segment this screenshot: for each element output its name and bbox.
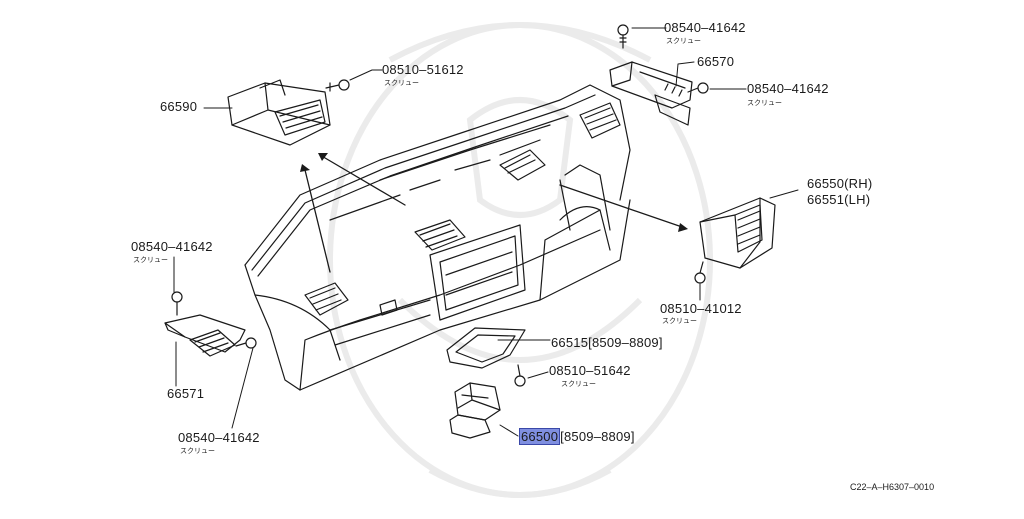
screw-c10: [514, 364, 526, 387]
callout-part-number: 08510–41012: [660, 301, 742, 316]
callout-part-number-rh: 66550(RH): [807, 176, 873, 191]
watermark-emblem: [327, 22, 713, 498]
part-date-range: [8509–8809]: [560, 429, 635, 444]
dash-vent-center: [414, 219, 466, 251]
screw-c8: [694, 261, 706, 284]
side-vent-66550: [699, 197, 776, 269]
callout-part-number: 66571: [167, 386, 205, 401]
callout-part-number: 66515[8509–8809]: [551, 335, 663, 350]
callout-subtitle: スクリュー: [662, 317, 697, 325]
callout-part-number: 66590: [160, 99, 198, 114]
arrow-heads: [300, 153, 688, 232]
callout-part-number-lh: 66551(LH): [807, 192, 871, 207]
screw-c4: [687, 82, 709, 94]
callout-part-number: 08510–51642: [549, 363, 631, 378]
callout-subtitle: スクリュー: [180, 447, 215, 455]
callout-part-number: 08510–51612: [382, 62, 464, 77]
highlighted-part[interactable]: 66500: [519, 428, 561, 445]
callout-part-number: 08540–41642: [664, 20, 746, 35]
diagram-code: C22–A–H6307–0010: [850, 482, 935, 492]
direction-arrows: [304, 154, 686, 273]
dash-vent-left: [304, 282, 349, 316]
screw-c2: [325, 79, 350, 92]
bracket-66570: [609, 61, 693, 126]
callout-subtitle: スクリュー: [666, 37, 701, 45]
dash-vent-upper: [499, 149, 546, 181]
callout-subtitle: スクリュー: [747, 99, 782, 107]
screw-c7: [171, 291, 183, 316]
vent-66571: [164, 314, 246, 357]
callout-part-number: 66570: [697, 54, 735, 69]
callout-part-number: 08540–41642: [131, 239, 213, 254]
callout-part-number: 08540–41642: [178, 430, 260, 445]
switch-66500: [449, 382, 501, 439]
screw-c13: [235, 337, 257, 349]
callout-subtitle: スクリュー: [133, 256, 168, 264]
callout-subtitle: スクリュー: [561, 380, 596, 388]
dash-vent-right: [579, 102, 621, 139]
screw-c1: [617, 24, 629, 49]
panel-66515: [446, 327, 526, 369]
callout-part-number-highlighted[interactable]: 66500[8509–8809]: [519, 428, 635, 445]
dashboard-panel: [244, 84, 631, 391]
callout-subtitle: スクリュー: [384, 79, 419, 87]
leader-lines: [173, 27, 799, 437]
vent-assembly-66590: [227, 79, 331, 146]
callout-part-number: 08540–41642: [747, 81, 829, 96]
